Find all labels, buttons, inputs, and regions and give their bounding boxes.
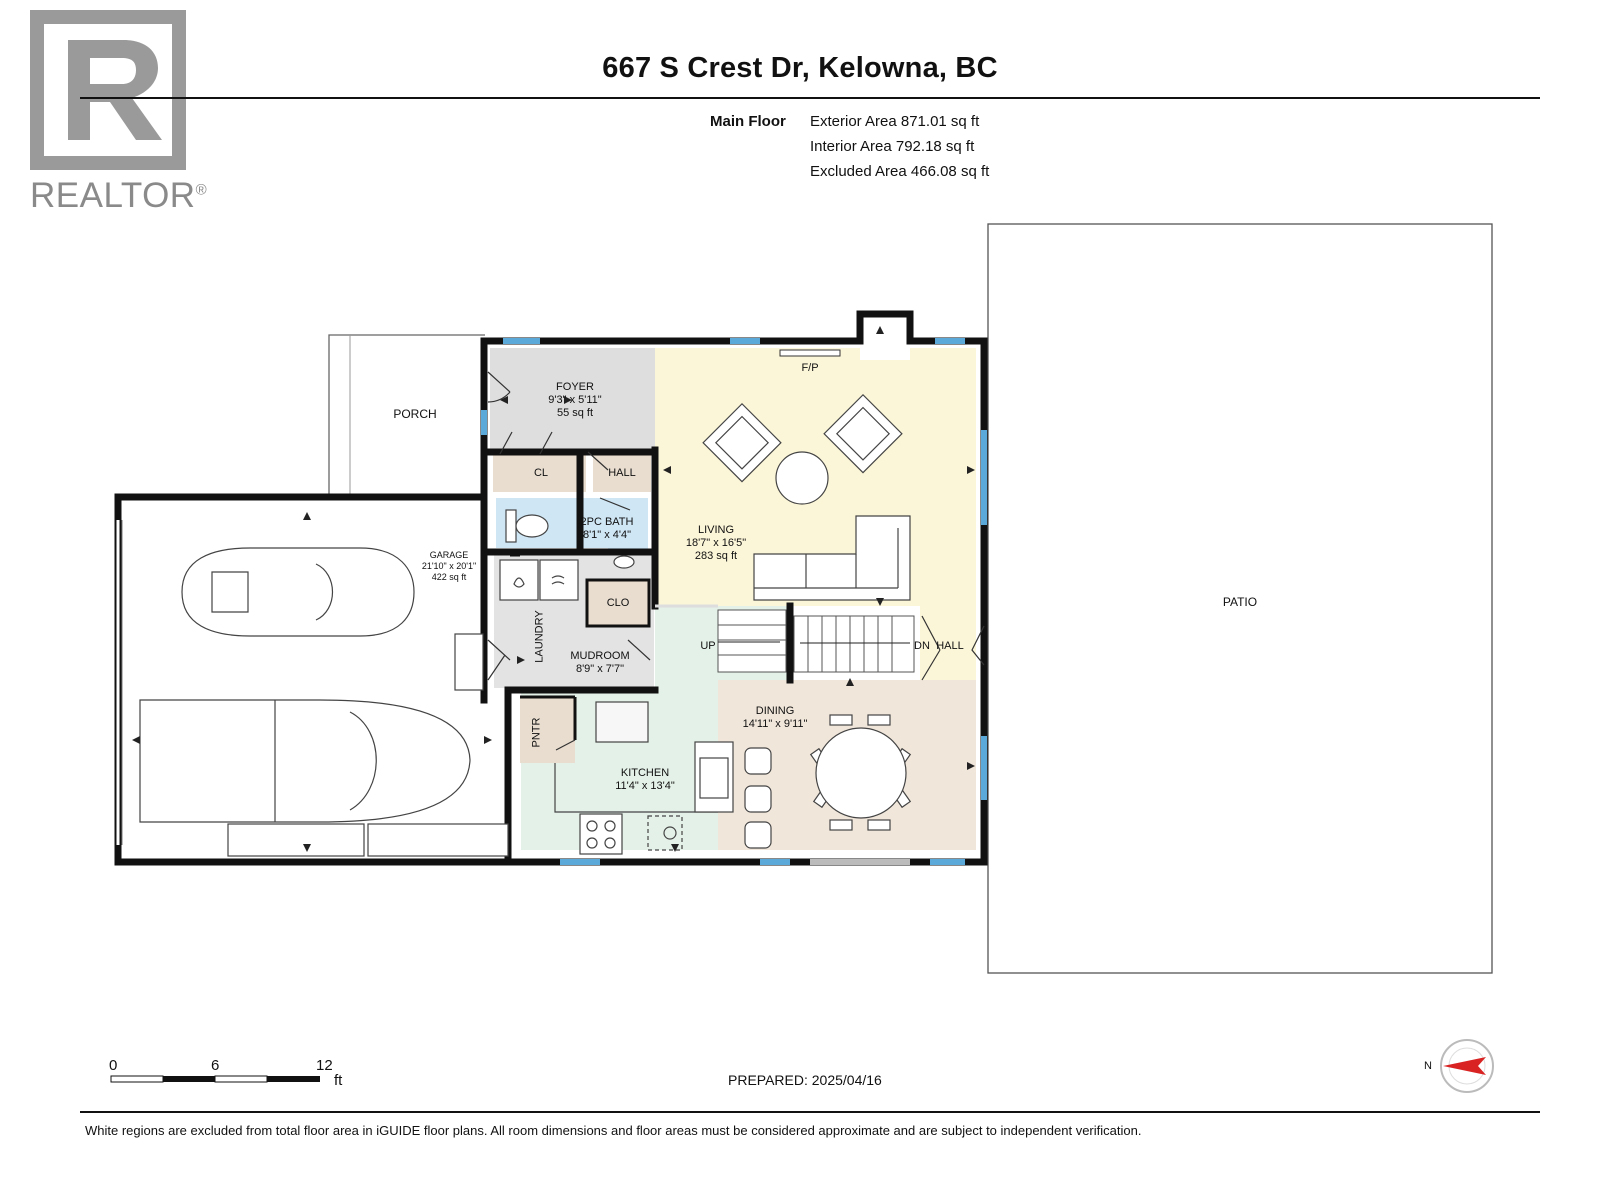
stairs-down [793, 615, 915, 673]
realtor-wordmark: REALTOR® [30, 176, 208, 215]
porch-label: PORCH [393, 407, 437, 421]
clo-fill [587, 580, 649, 625]
compass-icon [1440, 1039, 1494, 1093]
garage-vehicles [139, 547, 509, 857]
stairs-down-label: DN [914, 640, 930, 652]
scale-unit: ft [334, 1072, 343, 1089]
hall2-label: HALL [936, 640, 964, 652]
hall-label: HALL [608, 467, 636, 479]
foyer-fill [490, 348, 655, 454]
floor-name: Main Floor [710, 113, 786, 130]
dining-table [809, 714, 912, 831]
patio-label: PATIO [1222, 595, 1258, 609]
pantry-fill [520, 697, 575, 763]
scale-6: 6 [211, 1057, 220, 1074]
fireplace-label: F/P [801, 362, 819, 374]
hall-fill [593, 454, 651, 492]
compass-label: N [1424, 1060, 1432, 1072]
cl-fill [493, 454, 586, 492]
pantry-label: PNTR [530, 717, 543, 748]
markers [132, 326, 975, 852]
header-divider [80, 97, 1540, 99]
windows [481, 338, 987, 865]
exterior-area: Exterior Area 871.01 sq ft [810, 113, 980, 130]
stairs-up-label: UP [700, 640, 716, 652]
cl-label: CL [533, 467, 549, 479]
fixtures [499, 509, 635, 601]
scale-bar [110, 1075, 320, 1083]
fireplace [779, 349, 841, 357]
prepared-date: PREPARED: 2025/04/16 [728, 1072, 882, 1088]
floor-areas: Exterior Area 871.01 sq ft Interior Area… [810, 109, 989, 184]
excluded-area: Excluded Area 466.08 sq ft [810, 163, 990, 180]
footer-note: White regions are excluded from total fl… [85, 1123, 1142, 1138]
scale-0: 0 [109, 1057, 118, 1074]
patio-outline [987, 223, 1493, 974]
living-furniture [702, 393, 911, 601]
inner-walls [510, 553, 651, 740]
porch-outline [328, 334, 485, 498]
clo-label: CLO [606, 597, 630, 609]
interior-area: Interior Area 792.18 sq ft [810, 138, 975, 155]
scale-12: 12 [316, 1057, 333, 1074]
kitchen-counters [554, 701, 772, 855]
door-swings [487, 371, 985, 751]
page-title: 667 S Crest Dr, Kelowna, BC [602, 52, 998, 84]
stairs-up [717, 609, 787, 673]
walls [114, 310, 988, 866]
realtor-r-icon [30, 10, 186, 170]
laundry-label: LAUNDRY [533, 610, 546, 663]
